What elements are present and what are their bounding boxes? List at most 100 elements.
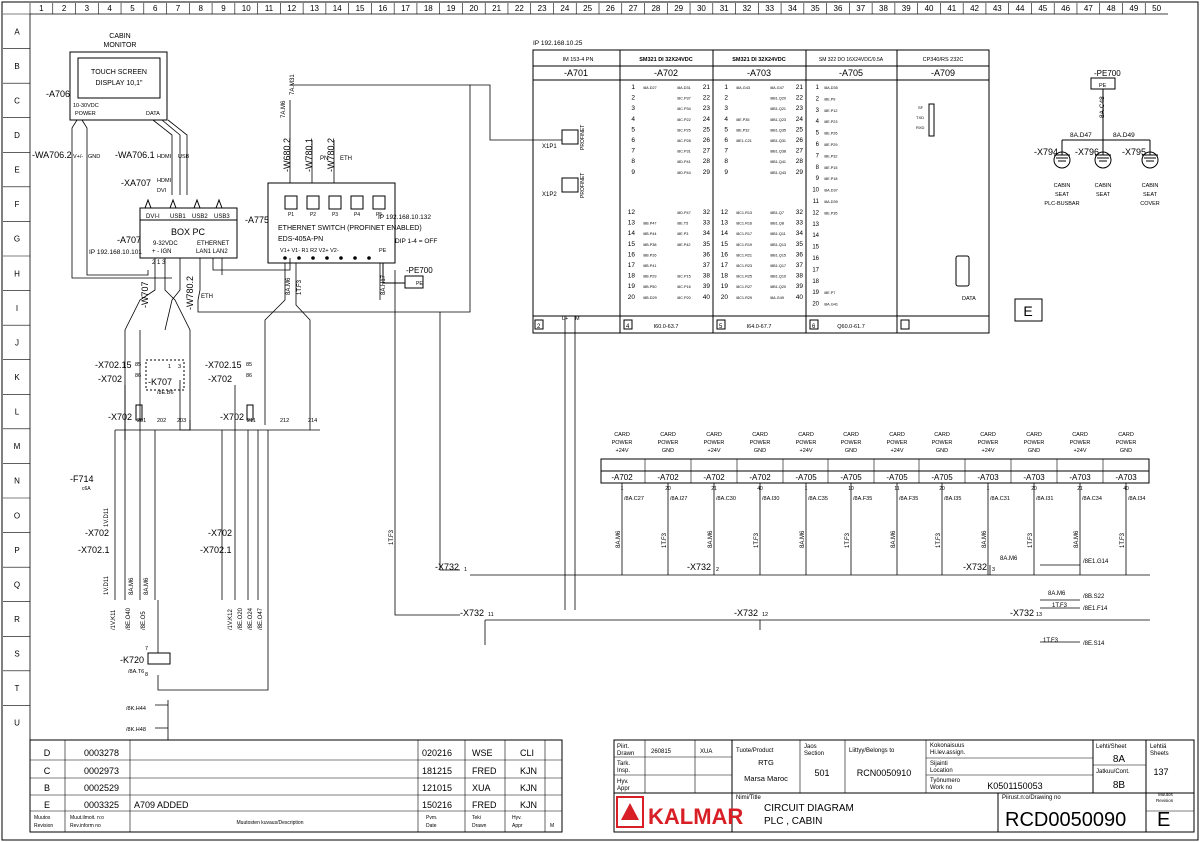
a703-pin-right: 29 — [796, 169, 804, 176]
a705-pin: 11 — [813, 199, 820, 205]
grid-row-K: K — [14, 373, 20, 382]
a702-signal-left: /8B.P26 — [643, 253, 657, 257]
switch-terminal-dot — [297, 256, 301, 260]
x732-c: -X732 — [963, 562, 987, 572]
a705-signal: /8E.P18 — [824, 177, 838, 181]
a709-led-txd: TXD — [916, 115, 924, 120]
grid-col-31: 31 — [720, 4, 729, 13]
card-wire-label: 1T.F3 — [936, 532, 942, 548]
tb-cont-label: Jatkuu/Cont. — [1096, 769, 1130, 775]
tb-drawing-no: RCD0050090 — [1005, 809, 1126, 831]
pe-right-c48: 8A.C48 — [1099, 96, 1106, 118]
wire-hm6: 8A.M6 — [286, 277, 292, 295]
a705-range: Q60.0-61.7 — [837, 324, 865, 330]
a702-pin-right: 21 — [703, 84, 711, 91]
grid-col-25: 25 — [583, 4, 592, 13]
card-ref: /8A.C30 — [716, 496, 736, 502]
a703-pin-right: 22 — [796, 95, 804, 102]
a703-pin-right: 39 — [796, 283, 804, 290]
switch-port-label-4: P4 — [354, 212, 360, 218]
term-k1: 1 — [168, 364, 171, 370]
grid-col-19: 19 — [447, 4, 456, 13]
term-num-a: 201 — [137, 418, 146, 424]
a702-signal-left: /8B.D29 — [643, 296, 657, 300]
im-tag: -A701 — [564, 68, 588, 78]
rev-foot-rev-2: Revision — [34, 823, 53, 829]
a705-pin: 20 — [812, 302, 819, 308]
monitor-power-2: POWER — [75, 111, 96, 117]
wire-m6b: 8A.M6 — [144, 577, 150, 595]
term-k720-ref: /8A.T6 — [128, 669, 144, 675]
box-pc: DVI-I USB1 USB2 USB3 BOX PC 9-32VDC + - … — [89, 198, 238, 266]
grid-row-A: A — [14, 27, 20, 36]
a703-slot: 5 — [719, 324, 723, 330]
grid-col-27: 27 — [629, 4, 638, 13]
card-hdr-2: POWER — [796, 440, 817, 446]
im-m: M — [575, 316, 580, 322]
a705-signal: /8E.P7 — [824, 291, 835, 295]
switch-pe700: -PE700 — [406, 266, 433, 275]
card-hdr-3: +24V — [982, 448, 995, 454]
grid-col-33: 33 — [765, 4, 774, 13]
a702-pin-right: 34 — [703, 230, 711, 237]
grid-col-48: 48 — [1107, 4, 1116, 13]
x732-wires — [470, 564, 1150, 645]
card-tag: -A703 — [1069, 473, 1091, 482]
pc-wires — [124, 84, 471, 440]
term-n86: 86 — [135, 373, 141, 379]
tb-location-2: Location — [930, 768, 953, 774]
right-label: 8A.M6 — [1000, 556, 1018, 562]
grid-col-35: 35 — [811, 4, 820, 13]
a703-signal-right: /8B1.Q21 — [770, 107, 786, 111]
switch-wires — [264, 100, 381, 425]
card-hdr-1: CARD — [798, 432, 814, 438]
kalmar-logo: KALMAR — [616, 796, 743, 829]
wire-w7802: -W780.2 — [326, 138, 336, 172]
rev-foot-appr-2: Appr — [512, 823, 523, 829]
card-tag: -A703 — [1023, 473, 1045, 482]
rev-foot-appr-1: Hyv. — [512, 815, 522, 821]
right-references: /8E1.G14/8B.S22/8E1.F14/8E.S148A.M68A.M6… — [1000, 556, 1109, 647]
grid-col-17: 17 — [401, 4, 410, 13]
card-ref: /8A.I31 — [1036, 496, 1053, 502]
terminal-area-left: -X702.15 -X702 -K707 /8E.B6 -X702 -X702.… — [70, 359, 395, 733]
card-tag: -A702 — [703, 473, 725, 482]
a705-signal: /8E.P23 — [824, 120, 838, 124]
term-k8: 8 — [145, 672, 148, 678]
bottom-ref-left: /8E.O5 — [141, 611, 147, 630]
grid-col-36: 36 — [834, 4, 843, 13]
tb-checked-1: Tark. — [617, 761, 630, 767]
tb-sheets: 137 — [1153, 767, 1168, 777]
term-num-b: 212 — [280, 418, 289, 424]
monitor-screen-2: DISPLAY 10,1" — [96, 80, 143, 87]
card-ref: /8A.C35 — [808, 496, 828, 502]
wire-w7801: -W780.1 — [304, 138, 314, 172]
monitor-screen-1: TOUCH SCREEN — [91, 69, 147, 76]
a703-pin-left: 13 — [721, 220, 729, 227]
rev-number: 0003325 — [84, 800, 119, 810]
a705-pin: 4 — [816, 119, 820, 125]
monitor-title-2: MONITOR — [104, 42, 137, 49]
rev-date: 121015 — [422, 783, 452, 793]
card-wire-label: 1T.F3 — [662, 532, 668, 548]
term-x7021: -X702.1 — [78, 545, 110, 555]
x732-b: -X732 — [687, 562, 711, 572]
grid-col-22: 22 — [515, 4, 524, 13]
a705-pin: 15 — [812, 245, 819, 251]
a703-pin-right: 35 — [796, 241, 804, 248]
a703-pin-left: 8 — [724, 158, 728, 165]
grid-row-H: H — [14, 269, 20, 278]
grid-col-37: 37 — [856, 4, 865, 13]
a709-led-rxd: RXD — [916, 125, 925, 130]
switch-terminal-dot — [367, 256, 371, 260]
term-x702: -X702 — [98, 374, 122, 384]
switch-port-5 — [372, 195, 386, 210]
a703-pin-left: 17 — [721, 262, 729, 269]
term-x702-15: -X702.15 — [95, 360, 132, 370]
grid-col-49: 49 — [1129, 4, 1138, 13]
a705-signal: /8A.G41 — [824, 303, 838, 307]
kalmar-logo-text: KALMAR — [648, 804, 743, 829]
